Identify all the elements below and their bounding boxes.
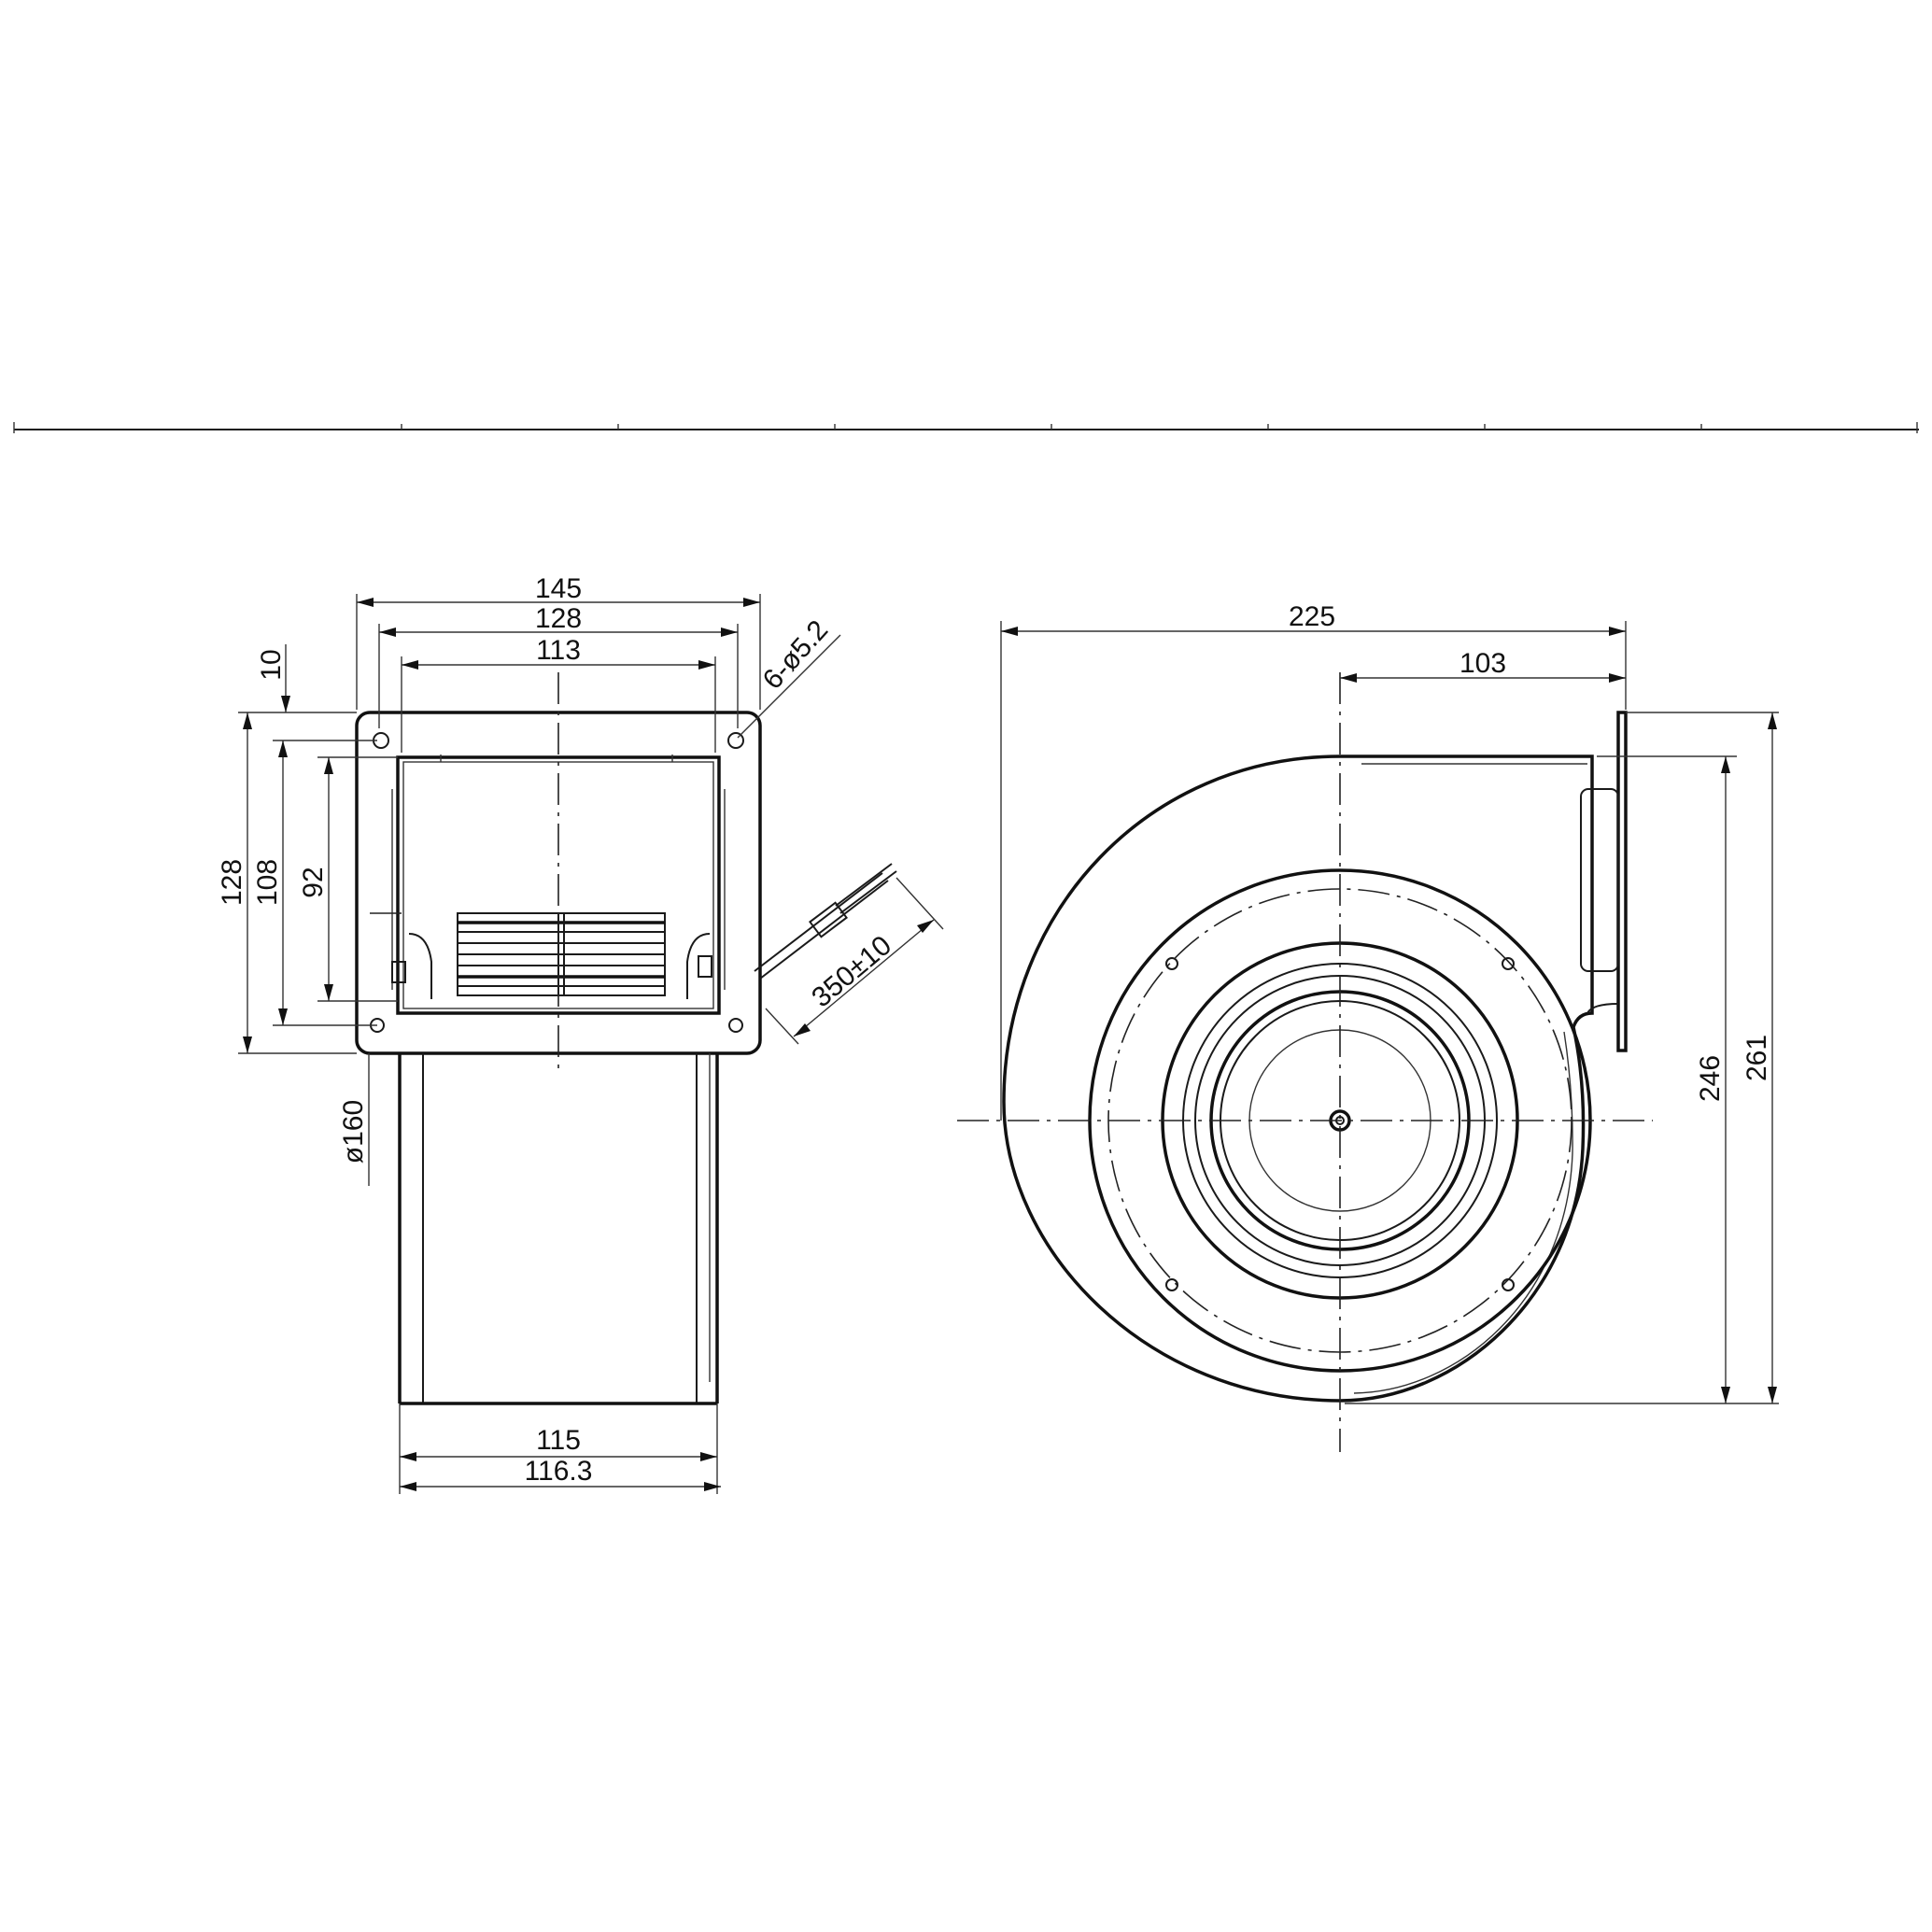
impeller [391,912,712,999]
dim-height-inner: 246 [1695,1055,1726,1102]
side-right-dimensions: 246 261 [1345,712,1779,1404]
dim-length-overall: 225 [1289,601,1335,632]
front-bottom-dimensions: 115 116.3 [399,1403,721,1494]
front-top-dimensions: 145 128 113 [356,573,761,753]
dim-width-body: 115 [536,1425,581,1456]
dim-outlet-to-axis: 103 [1460,648,1506,679]
dim-height-overall-side: 261 [1742,1035,1772,1081]
dim-cable-length: 350±10 [806,930,897,1013]
dim-height-opening: 92 [298,867,329,897]
holes-note: 6-ø5.2 [737,614,841,739]
motor-bolt [1165,957,1178,970]
motor-bolt [1502,957,1515,970]
outlet-opening [396,755,721,1015]
volute-housing [1002,754,1594,1403]
motor-bolt [1165,1278,1178,1291]
side-view: 225 103 246 261 [957,601,1779,1452]
dim-width-opening: 113 [536,635,581,666]
dim-edge-offset: 10 [256,649,287,680]
outlet-flange [1616,711,1628,1052]
cable-lead: 350±10 [754,863,944,1045]
dim-width-overall: 145 [535,573,582,604]
dim-height-holes: 108 [252,859,283,906]
dim-holes-note: 6-ø5.2 [757,614,835,696]
dim-housing-diameter: ø160 [338,1100,369,1163]
dim-width-holes: 128 [535,603,582,634]
side-top-dimensions: 225 103 [1000,601,1627,1121]
housing-diameter-dim: ø160 [338,1053,370,1186]
mounting-hole [728,1018,743,1033]
motor-bolt [1502,1278,1515,1291]
front-view: 145 128 113 6-ø5.2 [217,573,944,1494]
sheet-border [13,422,1919,433]
dim-height-overall: 128 [217,859,247,906]
mounting-hole [727,732,744,749]
housing-body [398,1053,719,1405]
dim-width-body-max: 116.3 [525,1456,593,1487]
front-left-dimensions: 10 128 108 92 [217,644,398,1054]
